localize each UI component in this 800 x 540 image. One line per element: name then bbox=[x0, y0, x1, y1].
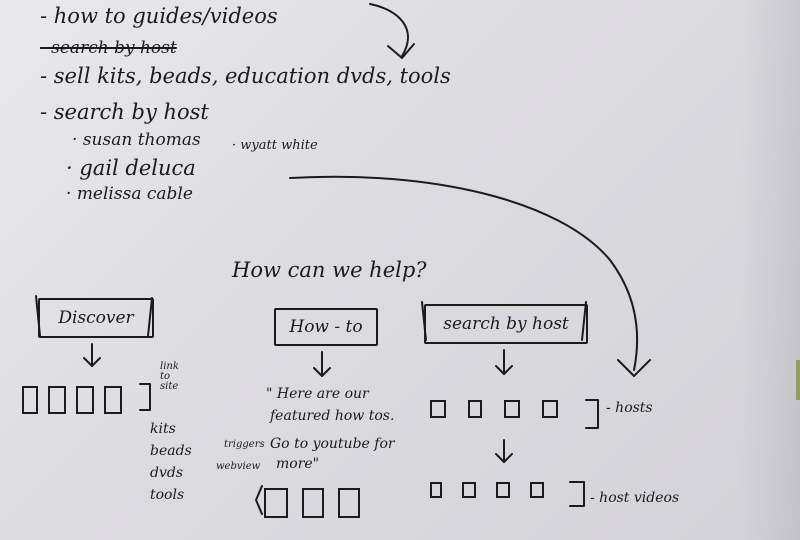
help-heading: How can we help? bbox=[232, 258, 427, 282]
item-tools: tools bbox=[150, 487, 185, 503]
host-video-tile[interactable] bbox=[462, 482, 476, 498]
page-shadow bbox=[740, 0, 800, 540]
host-tiles bbox=[430, 400, 558, 418]
howto-quote-2: featured how tos. bbox=[270, 408, 395, 424]
note-search-host: - search by host bbox=[40, 100, 209, 124]
howto-bracket bbox=[255, 485, 263, 515]
host-tile[interactable] bbox=[542, 400, 558, 418]
host-tile[interactable] bbox=[468, 400, 482, 418]
host-video-tile[interactable] bbox=[496, 482, 510, 498]
host-video-tile[interactable] bbox=[530, 482, 544, 498]
triggers-note: triggers bbox=[224, 439, 265, 450]
host-gail: · gail deluca bbox=[66, 156, 196, 180]
product-tiles bbox=[22, 386, 122, 414]
hosts-arrowhead bbox=[617, 359, 651, 377]
top-arrowhead bbox=[387, 43, 415, 59]
product-tile[interactable] bbox=[104, 386, 122, 414]
discover-bracket bbox=[139, 383, 151, 411]
host-tile[interactable] bbox=[504, 400, 520, 418]
host-wyatt: · wyatt white bbox=[232, 138, 318, 153]
webview-note: webview bbox=[216, 461, 261, 472]
howto-tile[interactable] bbox=[302, 488, 324, 518]
note-search-struck: - search by host bbox=[40, 38, 177, 58]
host-videos-label: - host videos bbox=[590, 490, 680, 506]
host-melissa: · melissa cable bbox=[66, 184, 193, 204]
host-video-tile[interactable] bbox=[430, 482, 442, 498]
howto-tile[interactable] bbox=[338, 488, 360, 518]
item-beads: beads bbox=[150, 443, 192, 459]
hosts-bracket bbox=[585, 399, 599, 429]
product-list: kits beads dvds tools bbox=[150, 418, 192, 506]
link-note: link to site bbox=[160, 361, 179, 392]
host-video-tiles bbox=[430, 482, 544, 498]
howto-tile[interactable] bbox=[264, 488, 288, 518]
host-susan: · susan thomas bbox=[72, 130, 201, 150]
product-tile[interactable] bbox=[48, 386, 66, 414]
host-tile[interactable] bbox=[430, 400, 446, 418]
note-sell: - sell kits, beads, education dvds, tool… bbox=[40, 64, 451, 88]
hosts-label: - hosts bbox=[606, 400, 653, 416]
note-guides: - how to guides/videos bbox=[40, 4, 278, 28]
howto-quote-1: " Here are our bbox=[266, 386, 369, 402]
howto-quote-3: Go to youtube for bbox=[270, 436, 395, 452]
item-dvds: dvds bbox=[150, 465, 184, 481]
product-tile[interactable] bbox=[76, 386, 94, 414]
edge-mark bbox=[796, 360, 800, 400]
hosts-curve-arrow bbox=[289, 175, 639, 371]
howto-tiles bbox=[264, 488, 360, 518]
host-videos-bracket bbox=[569, 481, 585, 507]
item-kits: kits bbox=[150, 421, 176, 437]
product-tile[interactable] bbox=[22, 386, 38, 414]
top-curve-arrow bbox=[369, 3, 409, 57]
howto-quote-4: more" bbox=[276, 456, 320, 472]
